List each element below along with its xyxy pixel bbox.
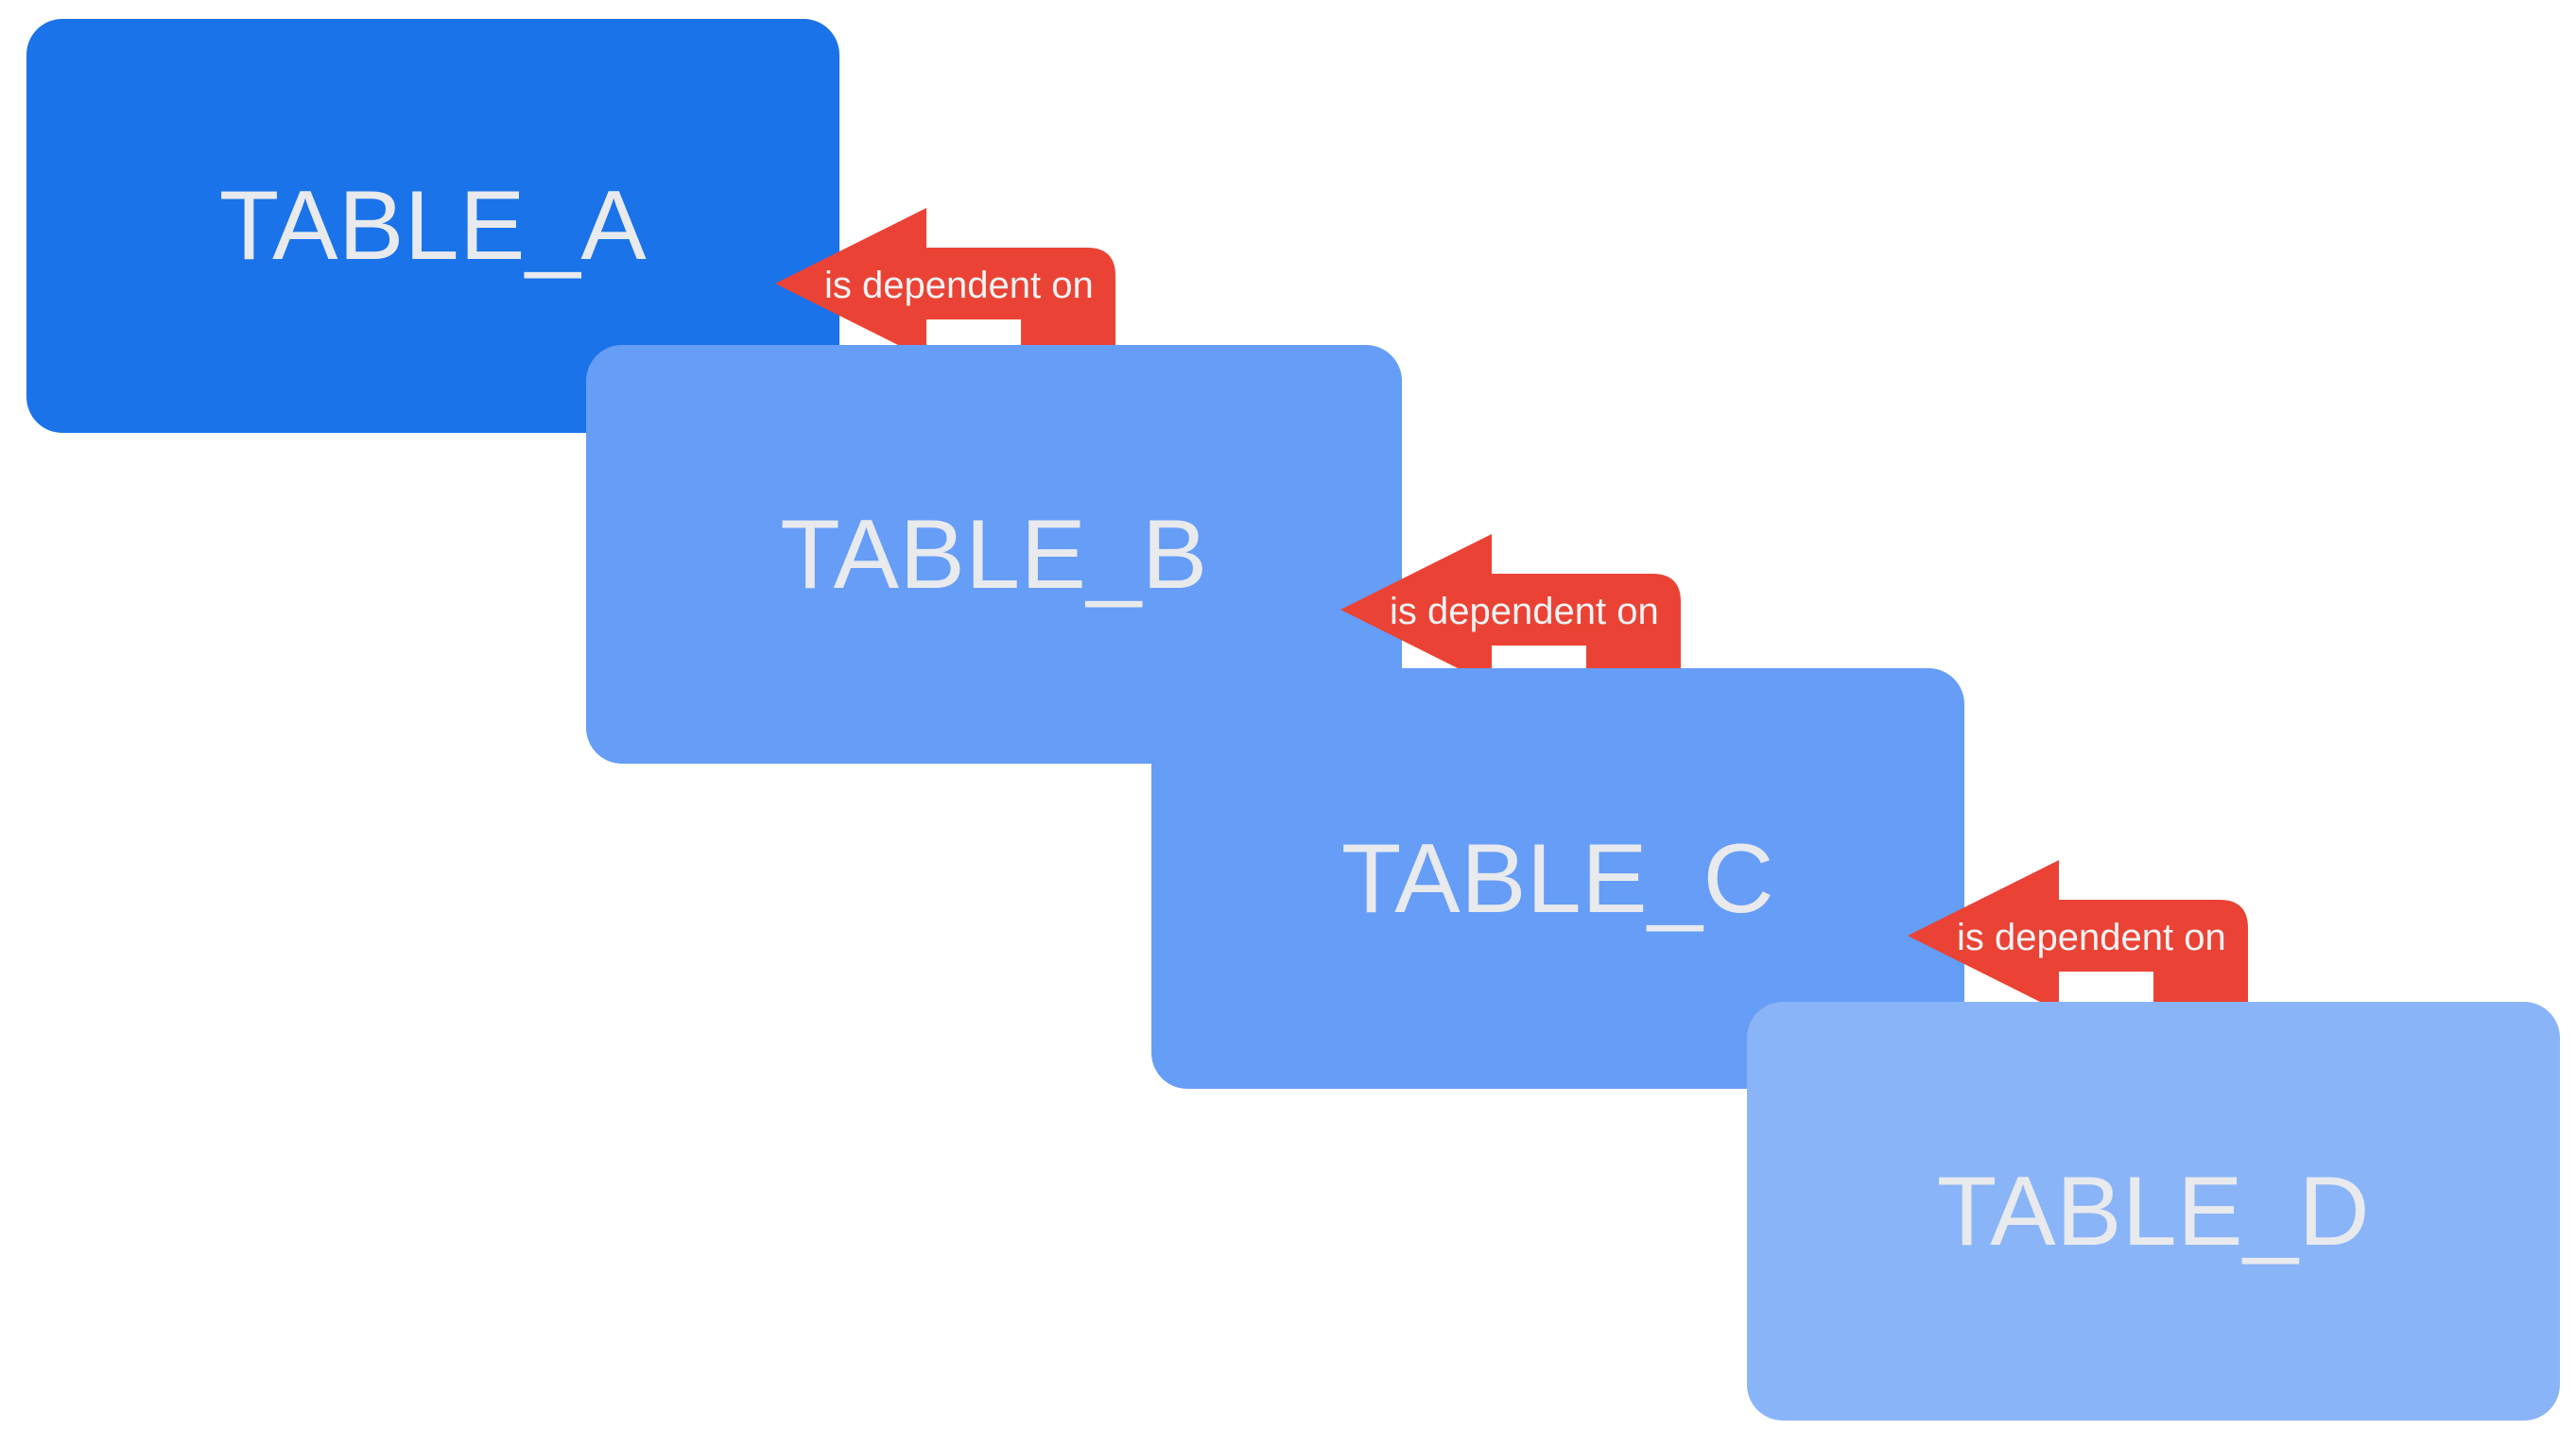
node-table-a[interactable]: TABLE_A xyxy=(26,19,839,433)
node-table-d[interactable]: TABLE_D xyxy=(1747,1002,2560,1421)
node-table-b-label: TABLE_B xyxy=(780,499,1208,610)
node-table-c-label: TABLE_C xyxy=(1340,823,1775,934)
node-table-a-label: TABLE_A xyxy=(218,171,648,281)
node-table-d-label: TABLE_D xyxy=(1936,1156,2371,1266)
